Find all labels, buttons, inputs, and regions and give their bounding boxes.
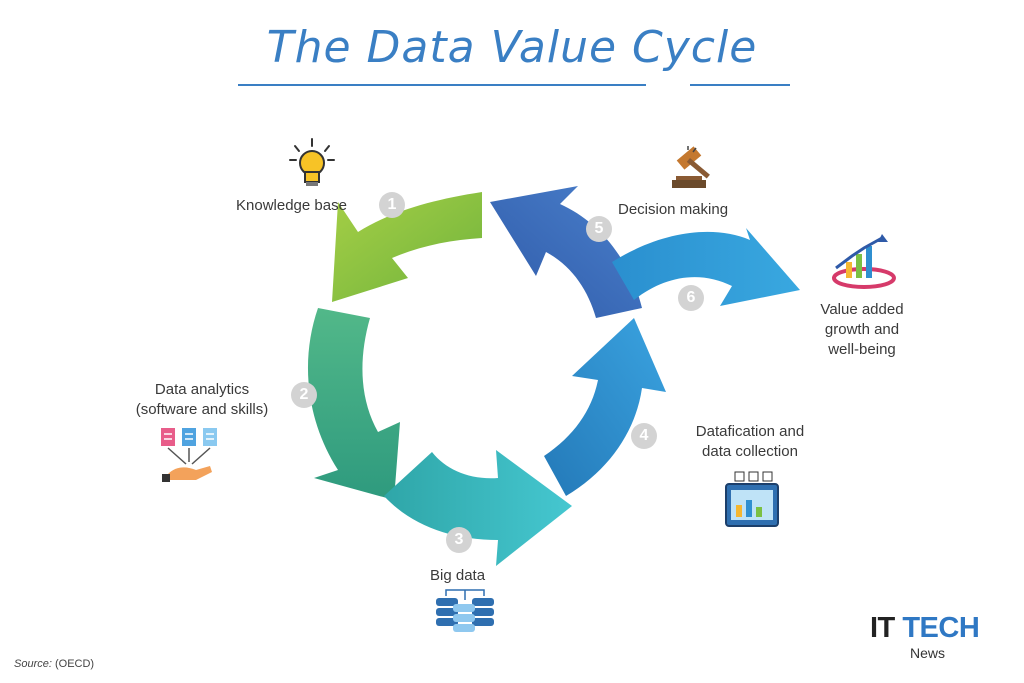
brand-logo: IT TECH bbox=[870, 612, 980, 645]
step-5-label: Decision making bbox=[618, 201, 729, 218]
arrow-3 bbox=[384, 450, 572, 566]
step-4-label-line1: Datafication and bbox=[695, 423, 805, 440]
step-5-badge: 5 bbox=[586, 216, 612, 242]
step-3-badge: 3 bbox=[446, 527, 472, 553]
step-4-label-line2: data collection bbox=[702, 443, 798, 460]
growth-chart-icon bbox=[832, 234, 896, 289]
source-label: Source: bbox=[14, 658, 52, 670]
step-6-label-line3: well-being bbox=[828, 341, 896, 358]
step-2-label: Data analytics (software and skills) bbox=[106, 380, 298, 420]
arrow-5 bbox=[490, 186, 642, 318]
arrow-2 bbox=[307, 308, 400, 500]
step-6-badge: 6 bbox=[678, 285, 704, 311]
gavel-icon bbox=[672, 146, 710, 188]
source-note: Source: (OECD) bbox=[14, 658, 94, 670]
logo-part2: TECH bbox=[902, 612, 980, 644]
step-3-label: Big data bbox=[430, 567, 486, 584]
step-4-badge: 4 bbox=[631, 423, 657, 449]
step-2-badge: 2 bbox=[291, 382, 317, 408]
data-folder-icon bbox=[725, 471, 779, 527]
arrow-4 bbox=[544, 318, 666, 496]
title-underline-left bbox=[238, 84, 646, 86]
logo-part1: IT bbox=[870, 612, 903, 644]
step-6-label-line2: growth and bbox=[824, 321, 900, 338]
step-4-label: Datafication and data collection bbox=[676, 422, 824, 462]
step-1-badge: 1 bbox=[379, 192, 405, 218]
arrow-1 bbox=[332, 192, 482, 302]
step-6-label-line1: Value added bbox=[820, 301, 904, 318]
step-2-label-line1: Data analytics bbox=[154, 381, 250, 398]
page-title: The Data Value Cycle bbox=[266, 22, 758, 73]
step-2-label-line2: (software and skills) bbox=[135, 401, 269, 418]
step-1-label: Knowledge base bbox=[236, 197, 347, 214]
documents-hand-icon bbox=[161, 428, 217, 482]
arrow-6 bbox=[612, 228, 800, 306]
source-value: (OECD) bbox=[54, 658, 95, 670]
lightbulb-icon bbox=[289, 138, 335, 186]
step-6-label: Value added growth and well-being bbox=[800, 300, 924, 360]
title-underline-right bbox=[690, 84, 790, 86]
logo-subtitle: News bbox=[910, 645, 946, 661]
database-icon bbox=[436, 589, 494, 632]
